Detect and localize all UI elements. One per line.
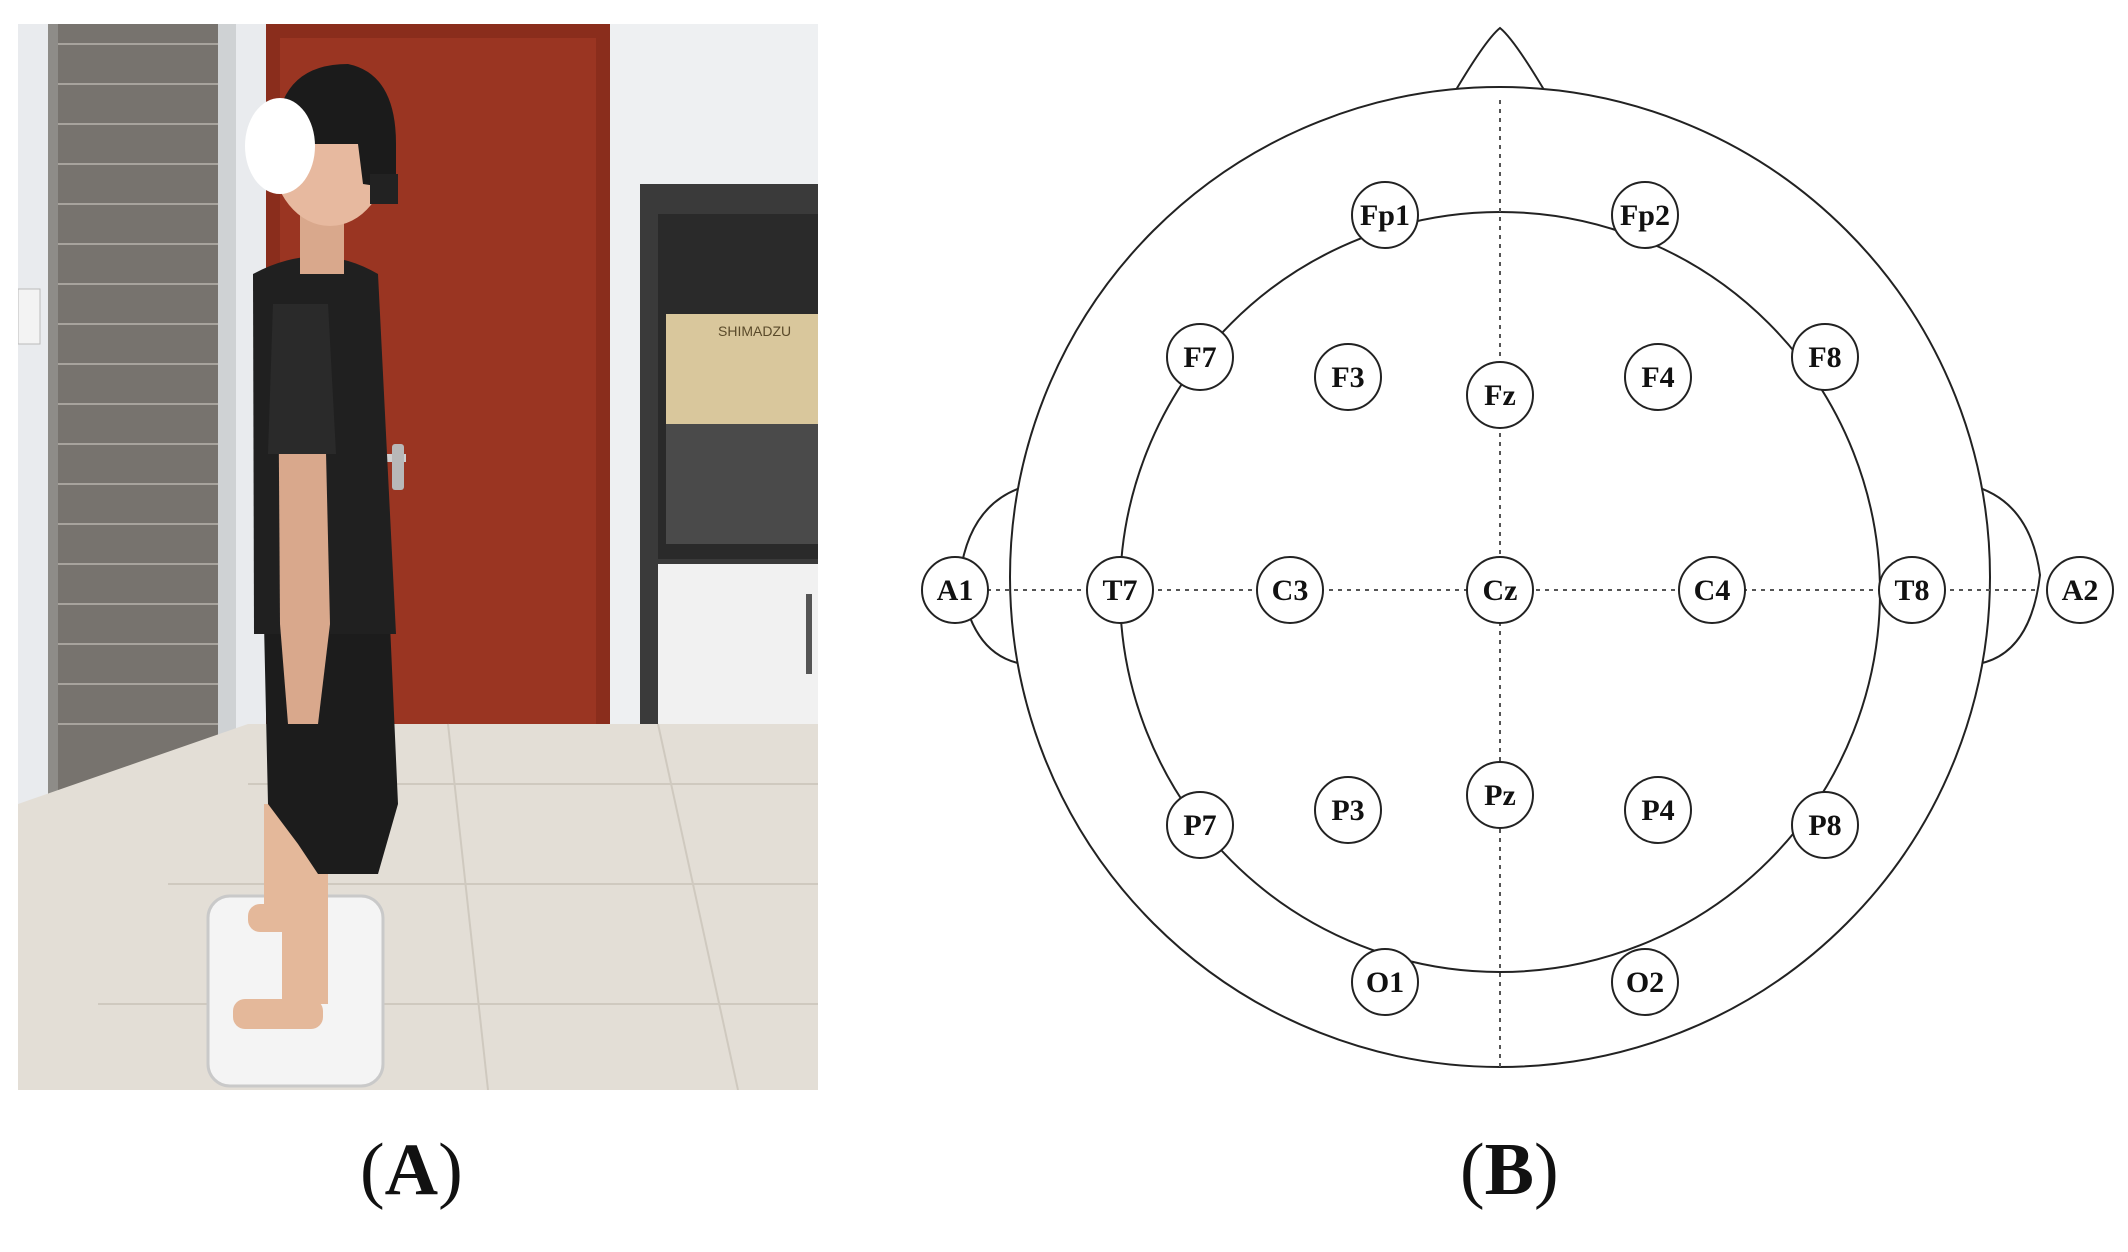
electrode-label: F4	[1641, 361, 1674, 394]
electrode-circle	[1166, 323, 1234, 391]
electrode-label: O2	[1626, 966, 1664, 999]
electrode-t7: T7	[1086, 556, 1154, 624]
electrode-label: P3	[1331, 794, 1364, 827]
electrode-p4: P4	[1624, 776, 1692, 844]
electrode-circle	[1624, 776, 1692, 844]
right-ear-outline	[1969, 484, 2042, 666]
electrode-o2: O2	[1611, 948, 1679, 1016]
electrode-circle	[1351, 948, 1419, 1016]
electrode-label: Fp2	[1620, 199, 1670, 232]
electrode-circle	[1466, 556, 1534, 624]
electrode-label: F7	[1183, 341, 1216, 374]
cabinet: SHIMADZU	[640, 184, 818, 794]
electrode-c4: C4	[1678, 556, 1746, 624]
electrode-circle	[1611, 181, 1679, 249]
electrode-f3: F3	[1314, 343, 1382, 411]
electrode-label: P4	[1641, 794, 1674, 827]
electrode-f8: F8	[1791, 323, 1859, 391]
electrode-p8: P8	[1791, 791, 1859, 859]
electrode-circle	[1791, 791, 1859, 859]
electrode-label: Fp1	[1360, 199, 1410, 232]
electrode-circle	[2046, 556, 2114, 624]
electrode-label: A2	[2062, 574, 2099, 607]
window-blinds	[48, 24, 236, 804]
panel-label-b: (B)	[1460, 1129, 1559, 1211]
cabinet-brand-text: SHIMADZU	[718, 323, 791, 339]
electrode-a1: A1	[921, 556, 989, 624]
electrode-p3: P3	[1314, 776, 1382, 844]
electrode-t8: T8	[1878, 556, 1946, 624]
face-blur	[245, 98, 315, 194]
electrode-label: T7	[1102, 574, 1137, 607]
electrode-label: C3	[1272, 574, 1309, 607]
electrode-label: Pz	[1484, 779, 1516, 812]
electrode-label: Fz	[1484, 379, 1516, 412]
panel-label-a: (A)	[360, 1129, 463, 1211]
electrode-circle	[1791, 323, 1859, 391]
electrode-circle	[1678, 556, 1746, 624]
electrode-circle	[1466, 361, 1534, 429]
electrode-label: A1	[937, 574, 974, 607]
electrode-circle	[1166, 791, 1234, 859]
electrode-cz: Cz	[1466, 556, 1534, 624]
electrode-label: P8	[1808, 809, 1841, 842]
electrode-circle	[1314, 776, 1382, 844]
electrode-circle	[1611, 948, 1679, 1016]
electrode-p7: P7	[1166, 791, 1234, 859]
electrode-f4: F4	[1624, 343, 1692, 411]
electrode-circle	[921, 556, 989, 624]
electrode-label: P7	[1183, 809, 1216, 842]
electrode-label: T8	[1894, 574, 1929, 607]
electrode-f7: F7	[1166, 323, 1234, 391]
electrode-label: F3	[1331, 361, 1364, 394]
electrode-label: O1	[1366, 966, 1404, 999]
nose-outline	[1449, 26, 1551, 101]
electrode-fp1: Fp1	[1351, 181, 1419, 249]
electrode-fz: Fz	[1466, 361, 1534, 429]
electrode-fp2: Fp2	[1611, 181, 1679, 249]
subject-photo: SHIMADZU	[18, 24, 818, 1090]
electrode-circle	[1351, 181, 1419, 249]
electrode-circle	[1086, 556, 1154, 624]
electrode-circle	[1624, 343, 1692, 411]
electrode-c3: C3	[1256, 556, 1324, 624]
electrode-o1: O1	[1351, 948, 1419, 1016]
electrode-label: C4	[1694, 574, 1731, 607]
electrode-label: Cz	[1483, 574, 1518, 607]
electrode-circle	[1256, 556, 1324, 624]
electrode-circle	[1466, 761, 1534, 829]
photo-panel-a: SHIMADZU	[18, 24, 818, 1090]
electrode-circle	[1314, 343, 1382, 411]
person	[233, 64, 398, 1029]
electrode-pz: Pz	[1466, 761, 1534, 829]
electrode-circle	[1878, 556, 1946, 624]
electrode-a2: A2	[2046, 556, 2114, 624]
wall-switch	[18, 288, 41, 345]
electrode-label: F8	[1808, 341, 1841, 374]
